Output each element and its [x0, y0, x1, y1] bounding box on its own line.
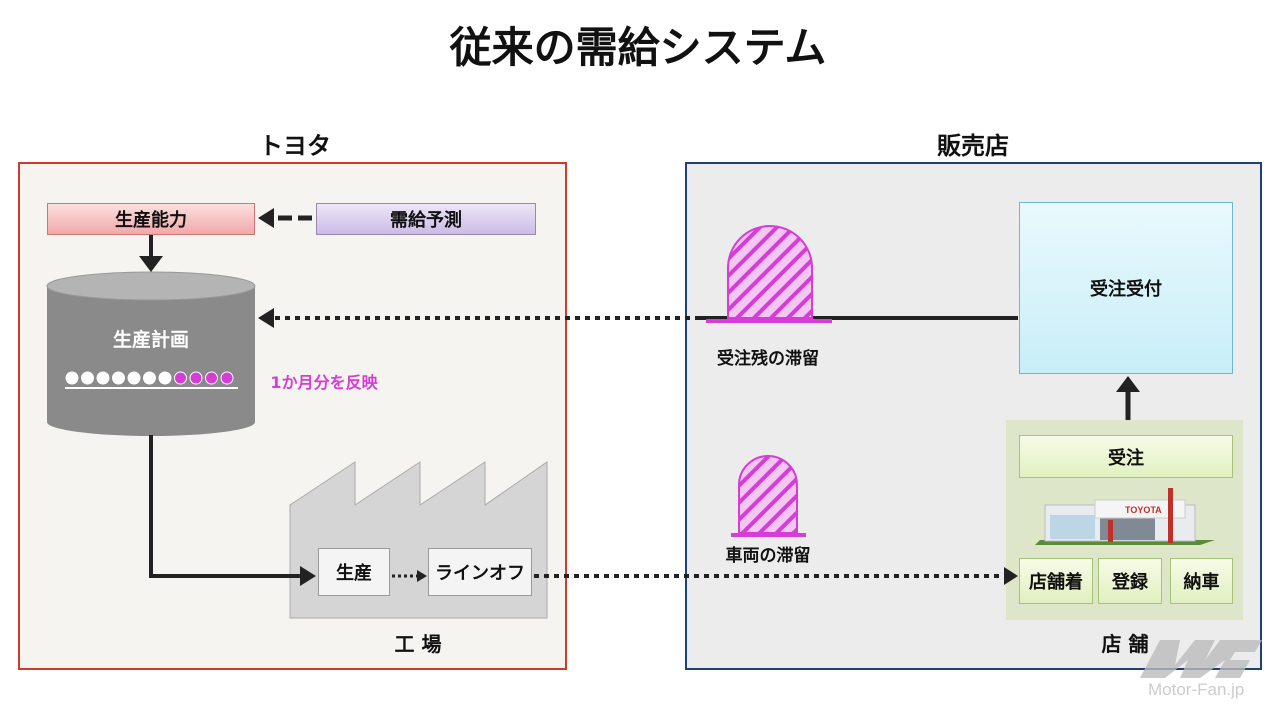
svg-text:TOYOTA: TOYOTA [1125, 505, 1162, 515]
arrow-capacity-to-plan [139, 256, 163, 272]
factory-label: 工 場 [394, 632, 442, 656]
lineoff-box: ラインオフ [428, 548, 532, 596]
plan-dot [174, 371, 187, 385]
capacity-box: 生産能力 [47, 203, 255, 235]
dealership-building-icon: TOYOTA [1035, 488, 1215, 545]
dealer-heading: 販売店 [937, 132, 1009, 160]
watermark-text: Motor-Fan.jp [1148, 680, 1245, 699]
arrow-forecast-to-capacity [258, 208, 274, 228]
backlog-icon [727, 225, 813, 319]
vehicle-stock-label: 車両の滞留 [725, 546, 811, 566]
plan-dot [205, 371, 218, 385]
plan-dot [158, 371, 172, 385]
plan-dot [220, 371, 234, 385]
plan-dot [112, 371, 125, 385]
arrow-orders-to-plan [258, 308, 274, 328]
plan-dot [189, 371, 203, 385]
plan-dot [96, 371, 110, 385]
plan-cylinder [47, 286, 255, 436]
plan-dot [127, 371, 141, 385]
toyota-heading: トヨタ [259, 132, 331, 160]
plan-note: 1か月分を反映 [270, 373, 378, 392]
forecast-box: 需給予測 [316, 203, 536, 235]
store-label: 店 舗 [1101, 632, 1149, 656]
page-title: 従来の需給システム [449, 23, 827, 72]
order-box: 受注 [1019, 435, 1233, 478]
delivery-box: 納車 [1170, 558, 1233, 604]
plan-dot [143, 371, 156, 385]
registration-box: 登録 [1098, 558, 1162, 604]
backlog-label: 受注残の滞留 [717, 349, 819, 369]
vehicle-stock-icon [738, 455, 798, 534]
arrow-plan-to-production [300, 566, 316, 586]
plan-dot [65, 371, 79, 385]
store-arrival-box: 店舗着 [1019, 558, 1093, 604]
plan-dot [81, 371, 94, 385]
watermark-logo [1140, 640, 1262, 678]
order-reception-box: 受注受付 [1019, 202, 1233, 374]
arrow-order-to-reception [1116, 376, 1140, 392]
produce-box: 生産 [318, 548, 390, 596]
arrow-lineoff-to-store [1004, 567, 1018, 585]
plan-label: 生産計画 [112, 329, 190, 351]
